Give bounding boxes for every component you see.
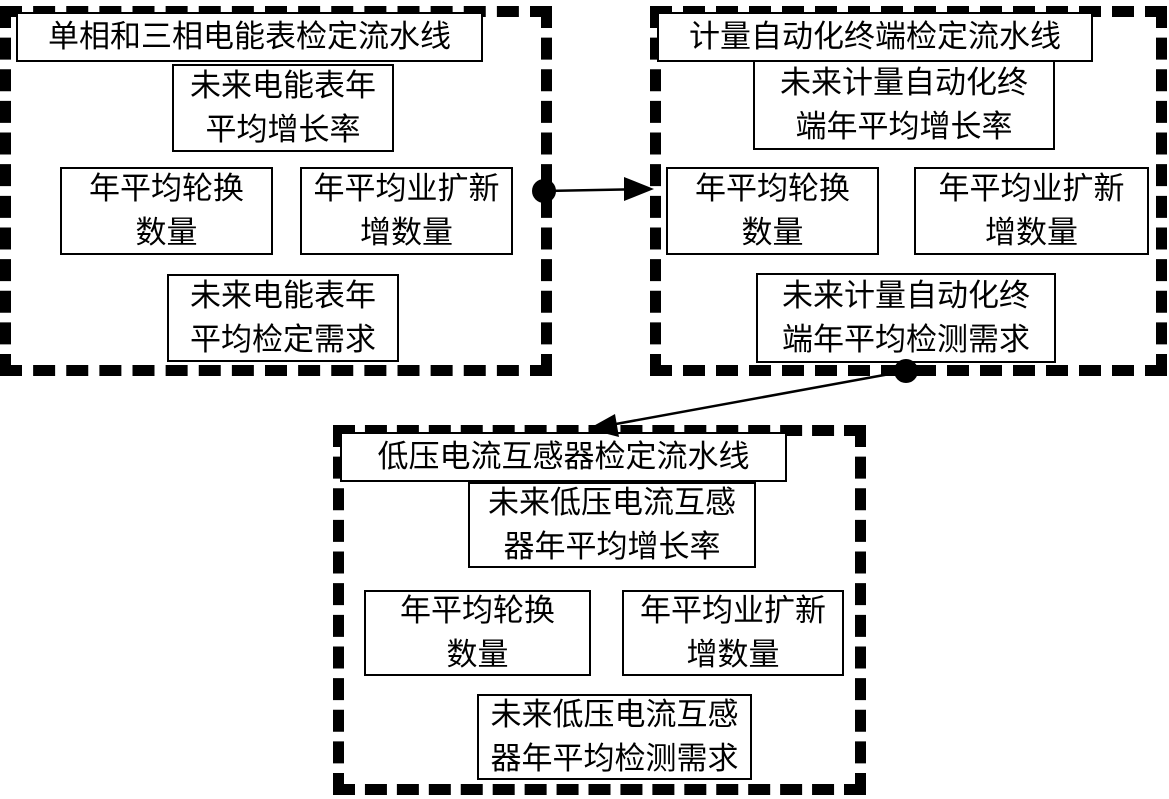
meter-rotation-box: 年平均轮换 数量 bbox=[60, 167, 273, 255]
terminal-growth-line2: 端年平均增长率 bbox=[795, 109, 1013, 145]
ct-expansion-line2: 增数量 bbox=[686, 637, 780, 673]
meter-expansion-box: 年平均业扩新 增数量 bbox=[300, 167, 513, 255]
terminal-rotation-line1: 年平均轮换 bbox=[695, 171, 850, 207]
ct-demand-line1: 未来低压电流互感 bbox=[490, 697, 739, 733]
terminal-demand-line2: 端年平均检测需求 bbox=[782, 322, 1030, 358]
meter-demand-box: 未来电能表年 平均检定需求 bbox=[167, 274, 399, 362]
meter-demand-line2: 平均检定需求 bbox=[190, 322, 376, 358]
meter-growth-box: 未来电能表年 平均增长率 bbox=[172, 64, 394, 152]
connector-meter-to-terminal bbox=[532, 177, 654, 203]
ct-growth-box: 未来低压电流互感 器年平均增长率 bbox=[468, 482, 756, 568]
ct-growth-line1: 未来低压电流互感 bbox=[488, 485, 736, 521]
meter-demand-line1: 未来电能表年 bbox=[190, 278, 376, 314]
ct-demand-line2: 器年平均检测需求 bbox=[490, 741, 739, 777]
meter-rotation-line2: 数量 bbox=[135, 215, 198, 251]
terminal-demand-line1: 未来计量自动化终 bbox=[782, 278, 1030, 314]
ct-rotation-line2: 数量 bbox=[446, 637, 509, 673]
terminal-growth-line1: 未来计量自动化终 bbox=[780, 65, 1028, 101]
terminal-rotation-box: 年平均轮换 数量 bbox=[666, 167, 879, 255]
ct-rotation-box: 年平均轮换 数量 bbox=[364, 590, 591, 676]
ct-expansion-box: 年平均业扩新 增数量 bbox=[622, 590, 844, 676]
terminal-growth-box: 未来计量自动化终 端年平均增长率 bbox=[753, 60, 1055, 150]
meter-growth-line2: 平均增长率 bbox=[205, 112, 361, 148]
ct-growth-line2: 器年平均增长率 bbox=[503, 529, 721, 565]
terminal-expansion-box: 年平均业扩新 增数量 bbox=[914, 167, 1149, 255]
meter-growth-line1: 未来电能表年 bbox=[190, 68, 376, 104]
meter-expansion-line2: 增数量 bbox=[360, 215, 453, 251]
arrow-head-icon bbox=[624, 177, 654, 201]
meter-expansion-line1: 年平均业扩新 bbox=[313, 171, 500, 207]
ct-expansion-line1: 年平均业扩新 bbox=[640, 593, 826, 629]
meter-rotation-line1: 年平均轮换 bbox=[89, 171, 244, 207]
ct-demand-box: 未来低压电流互感 器年平均检测需求 bbox=[477, 694, 752, 780]
meter-line-title: 单相和三相电能表检定流水线 bbox=[16, 12, 483, 62]
arrow-head-icon bbox=[588, 414, 619, 437]
connector-terminal-to-ct bbox=[588, 359, 918, 437]
terminal-line-title: 计量自动化终端检定流水线 bbox=[657, 12, 1093, 62]
terminal-demand-box: 未来计量自动化终 端年平均检测需求 bbox=[756, 273, 1056, 363]
connector-line bbox=[593, 369, 907, 430]
terminal-expansion-line1: 年平均业扩新 bbox=[938, 171, 1125, 207]
terminal-expansion-line2: 增数量 bbox=[985, 215, 1078, 251]
terminal-rotation-line2: 数量 bbox=[741, 215, 804, 251]
ct-rotation-line1: 年平均轮换 bbox=[400, 593, 555, 629]
ct-line-title: 低压电流互感器检定流水线 bbox=[340, 432, 787, 482]
